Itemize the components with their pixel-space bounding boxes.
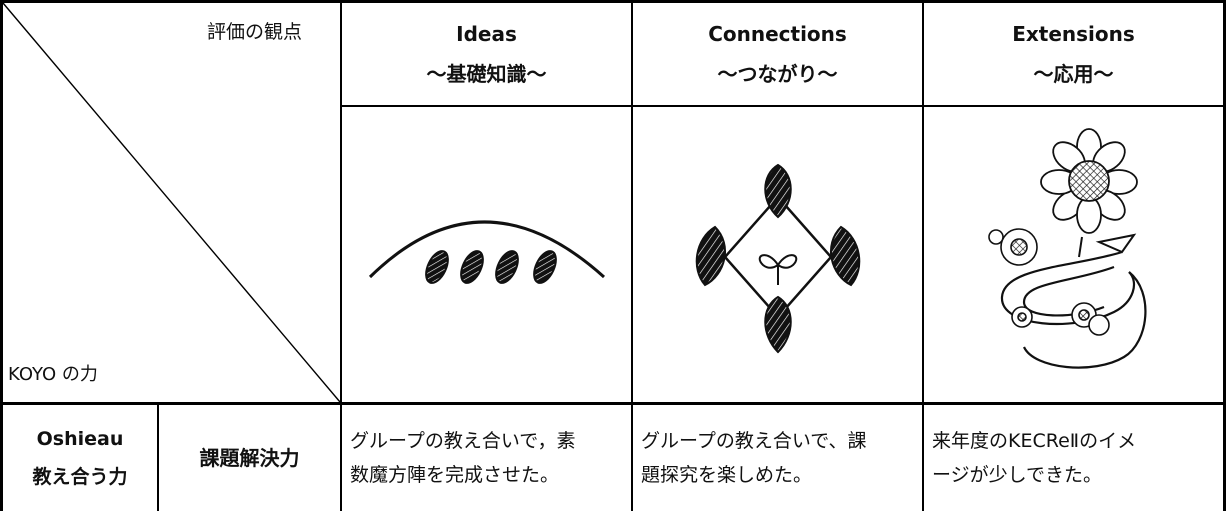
row-name-ja: 教え合う力 <box>32 466 128 488</box>
border-header <box>340 105 1226 107</box>
row-cell-ideas: グループの教え合いで，素 数魔方陣を完成させた。 <box>342 405 631 511</box>
row-cell-connections: グループの教え合いで、課 題探究を楽しめた。 <box>633 405 922 511</box>
row-cell-connections-line1: グループの教え合いで、課 <box>641 430 867 452</box>
row-cell-connections-line2: 題探究を楽しめた。 <box>641 464 813 486</box>
border-col2 <box>631 0 633 511</box>
header-ideas-title: Ideas <box>456 22 517 46</box>
border-right <box>1223 0 1226 511</box>
row-name-en: Oshieau <box>36 428 124 450</box>
row-cell-extensions: 来年度のKECReⅡのイメ ージが少しできた。 <box>924 405 1223 511</box>
header-ideas-subtitle: 〜基礎知識〜 <box>426 62 547 86</box>
row-cell-ideas-line1: グループの教え合いで，素 <box>350 430 576 452</box>
row-name-cell: Oshieau 教え合う力 <box>3 405 157 511</box>
row-cell-extensions-line2: ージが少しできた。 <box>932 464 1103 486</box>
border-col1 <box>340 0 342 511</box>
row-cell-ideas-line2: 数魔方陣を完成させた。 <box>350 464 560 486</box>
border-col3 <box>922 0 924 511</box>
sunflower-icon <box>988 128 1147 369</box>
border-rowsplit <box>157 402 159 511</box>
header-connections-title: Connections <box>708 22 847 46</box>
border-top <box>0 0 1226 3</box>
header-connections: Connections 〜つながり〜 <box>633 3 922 105</box>
seeds-diamond-sprout-icon <box>695 163 861 354</box>
header-extensions: Extensions 〜応用〜 <box>924 3 1223 105</box>
header-extensions-subtitle: 〜応用〜 <box>1033 62 1114 86</box>
header-extensions-title: Extensions <box>1012 22 1135 46</box>
row-cell-extensions-line1: 来年度のKECReⅡのイメ <box>932 430 1137 452</box>
border-left <box>0 0 3 511</box>
header-ideas: Ideas 〜基礎知識〜 <box>342 3 631 105</box>
row-category-cell: 課題解決力 <box>159 405 340 511</box>
seeds-arch-icon <box>368 220 606 284</box>
corner-diagonal <box>2 2 341 403</box>
row-category: 課題解決力 <box>199 446 300 470</box>
corner-top-label: 評価の観点 <box>207 21 303 43</box>
corner-bottom-label: KOYO の力 <box>8 364 98 385</box>
border-row <box>0 402 1226 405</box>
header-connections-subtitle: 〜つながり〜 <box>717 62 838 86</box>
